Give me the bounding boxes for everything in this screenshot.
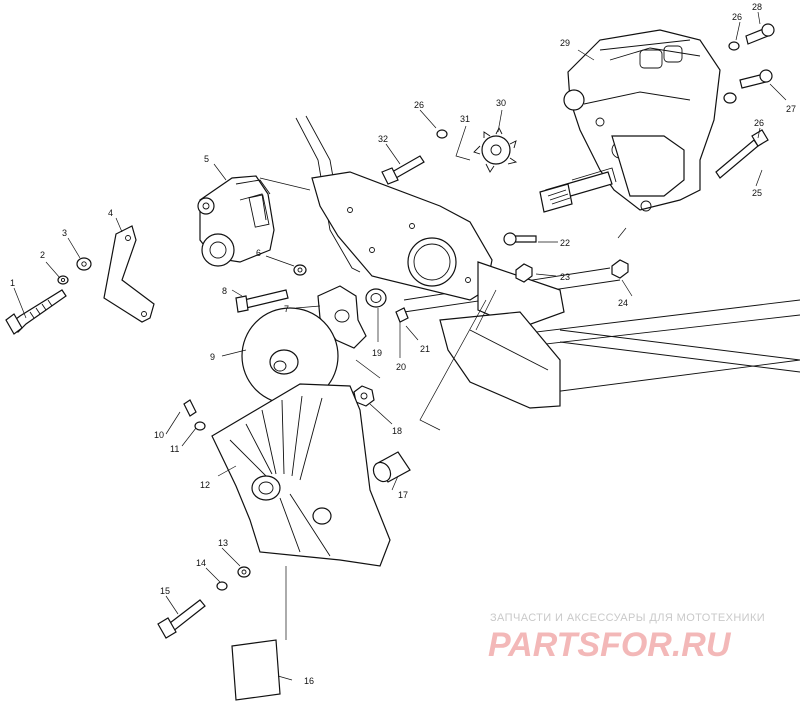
bolt-8 [235,289,289,313]
sprocket [473,126,518,173]
bolt-10 [183,399,197,417]
bolt-22 [503,232,537,246]
callout-26-c: 26 [754,118,764,128]
support-bracket [103,225,155,323]
callout-32: 32 [378,134,388,144]
washer-3 [76,257,92,271]
nut-24 [611,259,629,279]
callout-25: 25 [752,188,762,198]
callout-10: 10 [154,430,164,440]
jackshaft [539,167,617,213]
spacer-17 [372,451,411,483]
callout-16: 16 [304,676,314,686]
callout-27: 27 [786,104,796,114]
callout-24: 24 [618,298,628,308]
callout-2: 2 [40,250,45,260]
washer-26b [728,41,740,51]
washer-6 [293,264,307,276]
key-20 [395,307,409,323]
callout-labels: 1 2 3 4 5 6 7 8 9 10 11 12 13 14 15 16 1… [10,2,796,686]
callout-5: 5 [204,154,209,164]
bolt-25 [715,129,769,179]
callout-31: 31 [460,114,470,124]
bolt-28 [745,23,775,45]
callout-1: 1 [10,278,15,288]
callout-13: 13 [218,538,228,548]
washer-14 [216,581,228,591]
nut-23 [515,263,533,283]
callout-28: 28 [752,2,762,12]
callout-19: 19 [372,348,382,358]
washer-26c [723,92,737,104]
callout-18: 18 [392,426,402,436]
mounting-plate [311,171,493,301]
callout-29: 29 [560,38,570,48]
washer-11 [194,421,206,431]
callout-3: 3 [62,228,67,238]
gearbox-housing [563,29,721,212]
callout-15: 15 [160,586,170,596]
motor-housing [197,175,275,267]
seal-19 [365,288,387,308]
bolt-32 [381,155,425,185]
callout-20: 20 [396,362,406,372]
leader-lines [13,11,787,681]
callout-26-b: 26 [732,12,742,22]
callout-30: 30 [496,98,506,108]
callout-7: 7 [284,304,289,314]
washer-2 [57,275,69,285]
callout-22: 22 [560,238,570,248]
callout-23: 23 [560,272,570,282]
callout-21: 21 [420,344,430,354]
callout-8: 8 [222,286,227,296]
watermark-logo: PARTSFOR.RU [488,626,732,664]
washer-26a [436,129,448,139]
bolt-1 [5,289,67,335]
bolt-27 [739,69,773,89]
decal-16 [231,639,281,701]
callout-12: 12 [200,480,210,490]
callout-6: 6 [256,248,261,258]
callout-9: 9 [210,352,215,362]
callout-26-a: 26 [414,100,424,110]
drive-pulley [241,307,339,405]
chain-guard-bracket [439,261,565,409]
chain-case-cover [211,383,391,567]
callout-4: 4 [108,208,113,218]
callout-17: 17 [398,490,408,500]
watermark-tagline: ЗАПЧАСТИ И АКСЕССУАРЫ ДЛЯ МОТОТЕХНИКИ [490,612,765,624]
washer-13 [237,566,251,578]
bolt-15 [157,599,206,639]
callout-11: 11 [170,444,179,454]
watermark: ЗАПЧАСТИ И АКСЕССУАРЫ ДЛЯ МОТОТЕХНИКИ PA… [488,612,765,664]
callout-14: 14 [196,558,206,568]
